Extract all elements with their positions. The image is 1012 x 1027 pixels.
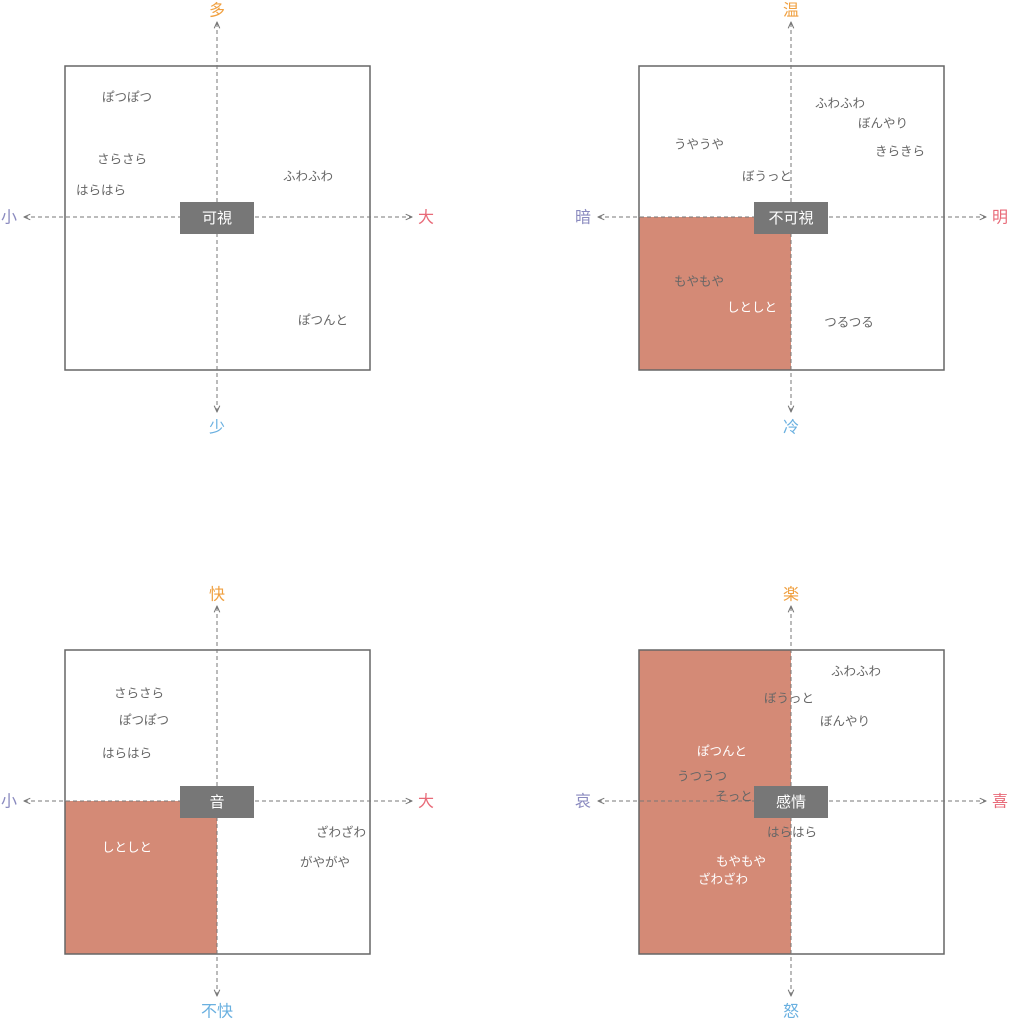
center-label-box — [754, 786, 828, 818]
onomatopoeia-word: ぽつぽつ — [119, 713, 169, 728]
onomatopoeia-word: ぼうっと — [764, 691, 814, 706]
onomatopoeia-word: きらきら — [875, 144, 925, 159]
onomatopoeia-word: ざわざわ — [698, 872, 748, 887]
onomatopoeia-word: ぼんやり — [858, 116, 908, 131]
axis-label-left: 小 — [1, 792, 17, 811]
axis-label-right: 大 — [418, 208, 434, 227]
onomatopoeia-word: はらはら — [76, 183, 126, 198]
axis-label-top: 温 — [783, 1, 799, 20]
axis-label-bottom: 不快 — [201, 1002, 233, 1021]
onomatopoeia-word: そっと — [715, 789, 753, 804]
center-label: 感情 — [776, 793, 806, 811]
center-label-box — [180, 786, 254, 818]
center-label-box — [754, 202, 828, 234]
onomatopoeia-word: つるつる — [824, 315, 874, 330]
axis-label-right: 大 — [418, 792, 434, 811]
onomatopoeia-word: ぼうっと — [742, 169, 792, 184]
onomatopoeia-word: うやうや — [674, 137, 724, 152]
axis-label-left: 暗 — [575, 208, 591, 227]
onomatopoeia-word: ぽつんと — [697, 744, 747, 759]
onomatopoeia-word: うつうつ — [677, 769, 727, 784]
axis-label-bottom: 怒 — [783, 1002, 799, 1021]
center-label: 音 — [209, 793, 224, 811]
axis-label-top: 快 — [209, 585, 225, 604]
onomatopoeia-word: もやもや — [716, 854, 766, 869]
onomatopoeia-word: しとしと — [102, 840, 152, 855]
onomatopoeia-word: ぽつぽつ — [102, 90, 152, 105]
axis-label-top: 楽 — [783, 585, 799, 604]
onomatopoeia-word: はらはら — [102, 746, 152, 761]
filled-region — [65, 801, 217, 954]
axis-label-top: 多 — [209, 1, 225, 20]
onomatopoeia-word: ふわふわ — [283, 169, 333, 184]
center-label-box — [180, 202, 254, 234]
axis-label-right: 明 — [992, 208, 1008, 227]
onomatopoeia-word: しとしと — [727, 300, 777, 315]
onomatopoeia-word: もやもや — [674, 274, 724, 289]
axis-label-right: 喜 — [992, 792, 1008, 811]
axis-label-left: 小 — [1, 208, 17, 227]
onomatopoeia-word: さらさら — [114, 686, 164, 701]
onomatopoeia-word: ぽつんと — [298, 313, 348, 328]
onomatopoeia-word: がやがや — [300, 855, 350, 870]
axis-label-bottom: 少 — [209, 418, 225, 437]
onomatopoeia-word: はらはら — [767, 825, 817, 840]
onomatopoeia-word: ぼんやり — [820, 714, 870, 729]
axis-label-bottom: 冷 — [783, 418, 799, 437]
filled-region — [639, 217, 791, 370]
axis-label-left: 哀 — [575, 792, 591, 811]
center-label: 可視 — [202, 209, 232, 227]
center-label: 不可視 — [768, 209, 813, 227]
onomatopoeia-word: ざわざわ — [316, 825, 366, 840]
onomatopoeia-word: ふわふわ — [831, 664, 881, 679]
onomatopoeia-word: さらさら — [97, 152, 147, 167]
onomatopoeia-word: ふわふわ — [815, 96, 865, 111]
